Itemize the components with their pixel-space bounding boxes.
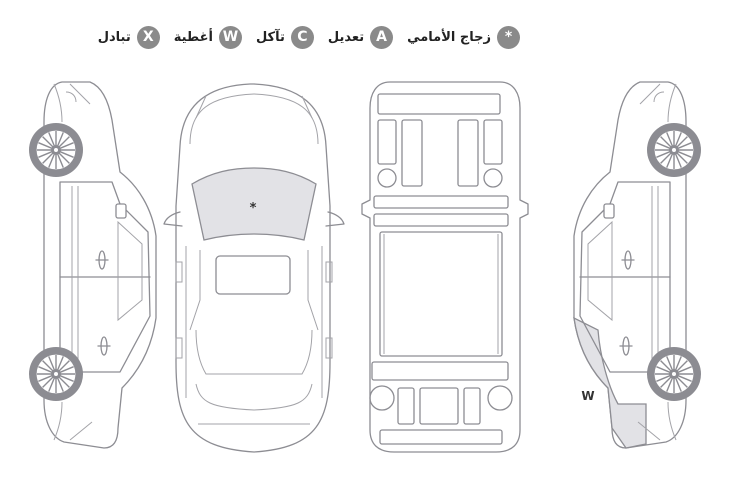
car-right-side-view: W [573,81,702,449]
letter-x-badge-icon: X [136,25,160,49]
legend-item-windshield: * زجاج الأمامي [407,25,520,49]
damage-legend: * زجاج الأمامي A تعديل C تآكل W أغطية X … [98,24,520,50]
rear-bumper-marker: W [581,389,594,403]
letter-a-badge-icon: A [370,25,394,49]
legend-item-modification: A تعديل [327,25,394,49]
windshield-marked-area [191,167,317,241]
rear-bumper-marked-area [573,316,647,449]
legend-label-corrosion: تآكل [255,29,285,45]
asterisk-icon: * [497,25,520,49]
legend-label-covers: أغطية [173,29,213,45]
legend-label-replacement: تبادل [97,29,131,45]
letter-w-badge-icon: W [218,25,242,49]
legend-label-modification: تعديل [327,29,365,45]
legend-item-covers: W أغطية [173,25,242,49]
legend-label-windshield: زجاج الأمامي [407,29,491,45]
car-underside-view [361,81,529,453]
legend-item-replacement: X تبادل [97,25,160,49]
car-top-view: * [163,83,345,453]
car-left-side-view [28,81,157,449]
windshield-marker: * [250,201,257,216]
legend-item-corrosion: C تآكل [255,25,314,49]
letter-c-badge-icon: C [290,25,314,49]
car-damage-diagram: * [28,81,702,453]
